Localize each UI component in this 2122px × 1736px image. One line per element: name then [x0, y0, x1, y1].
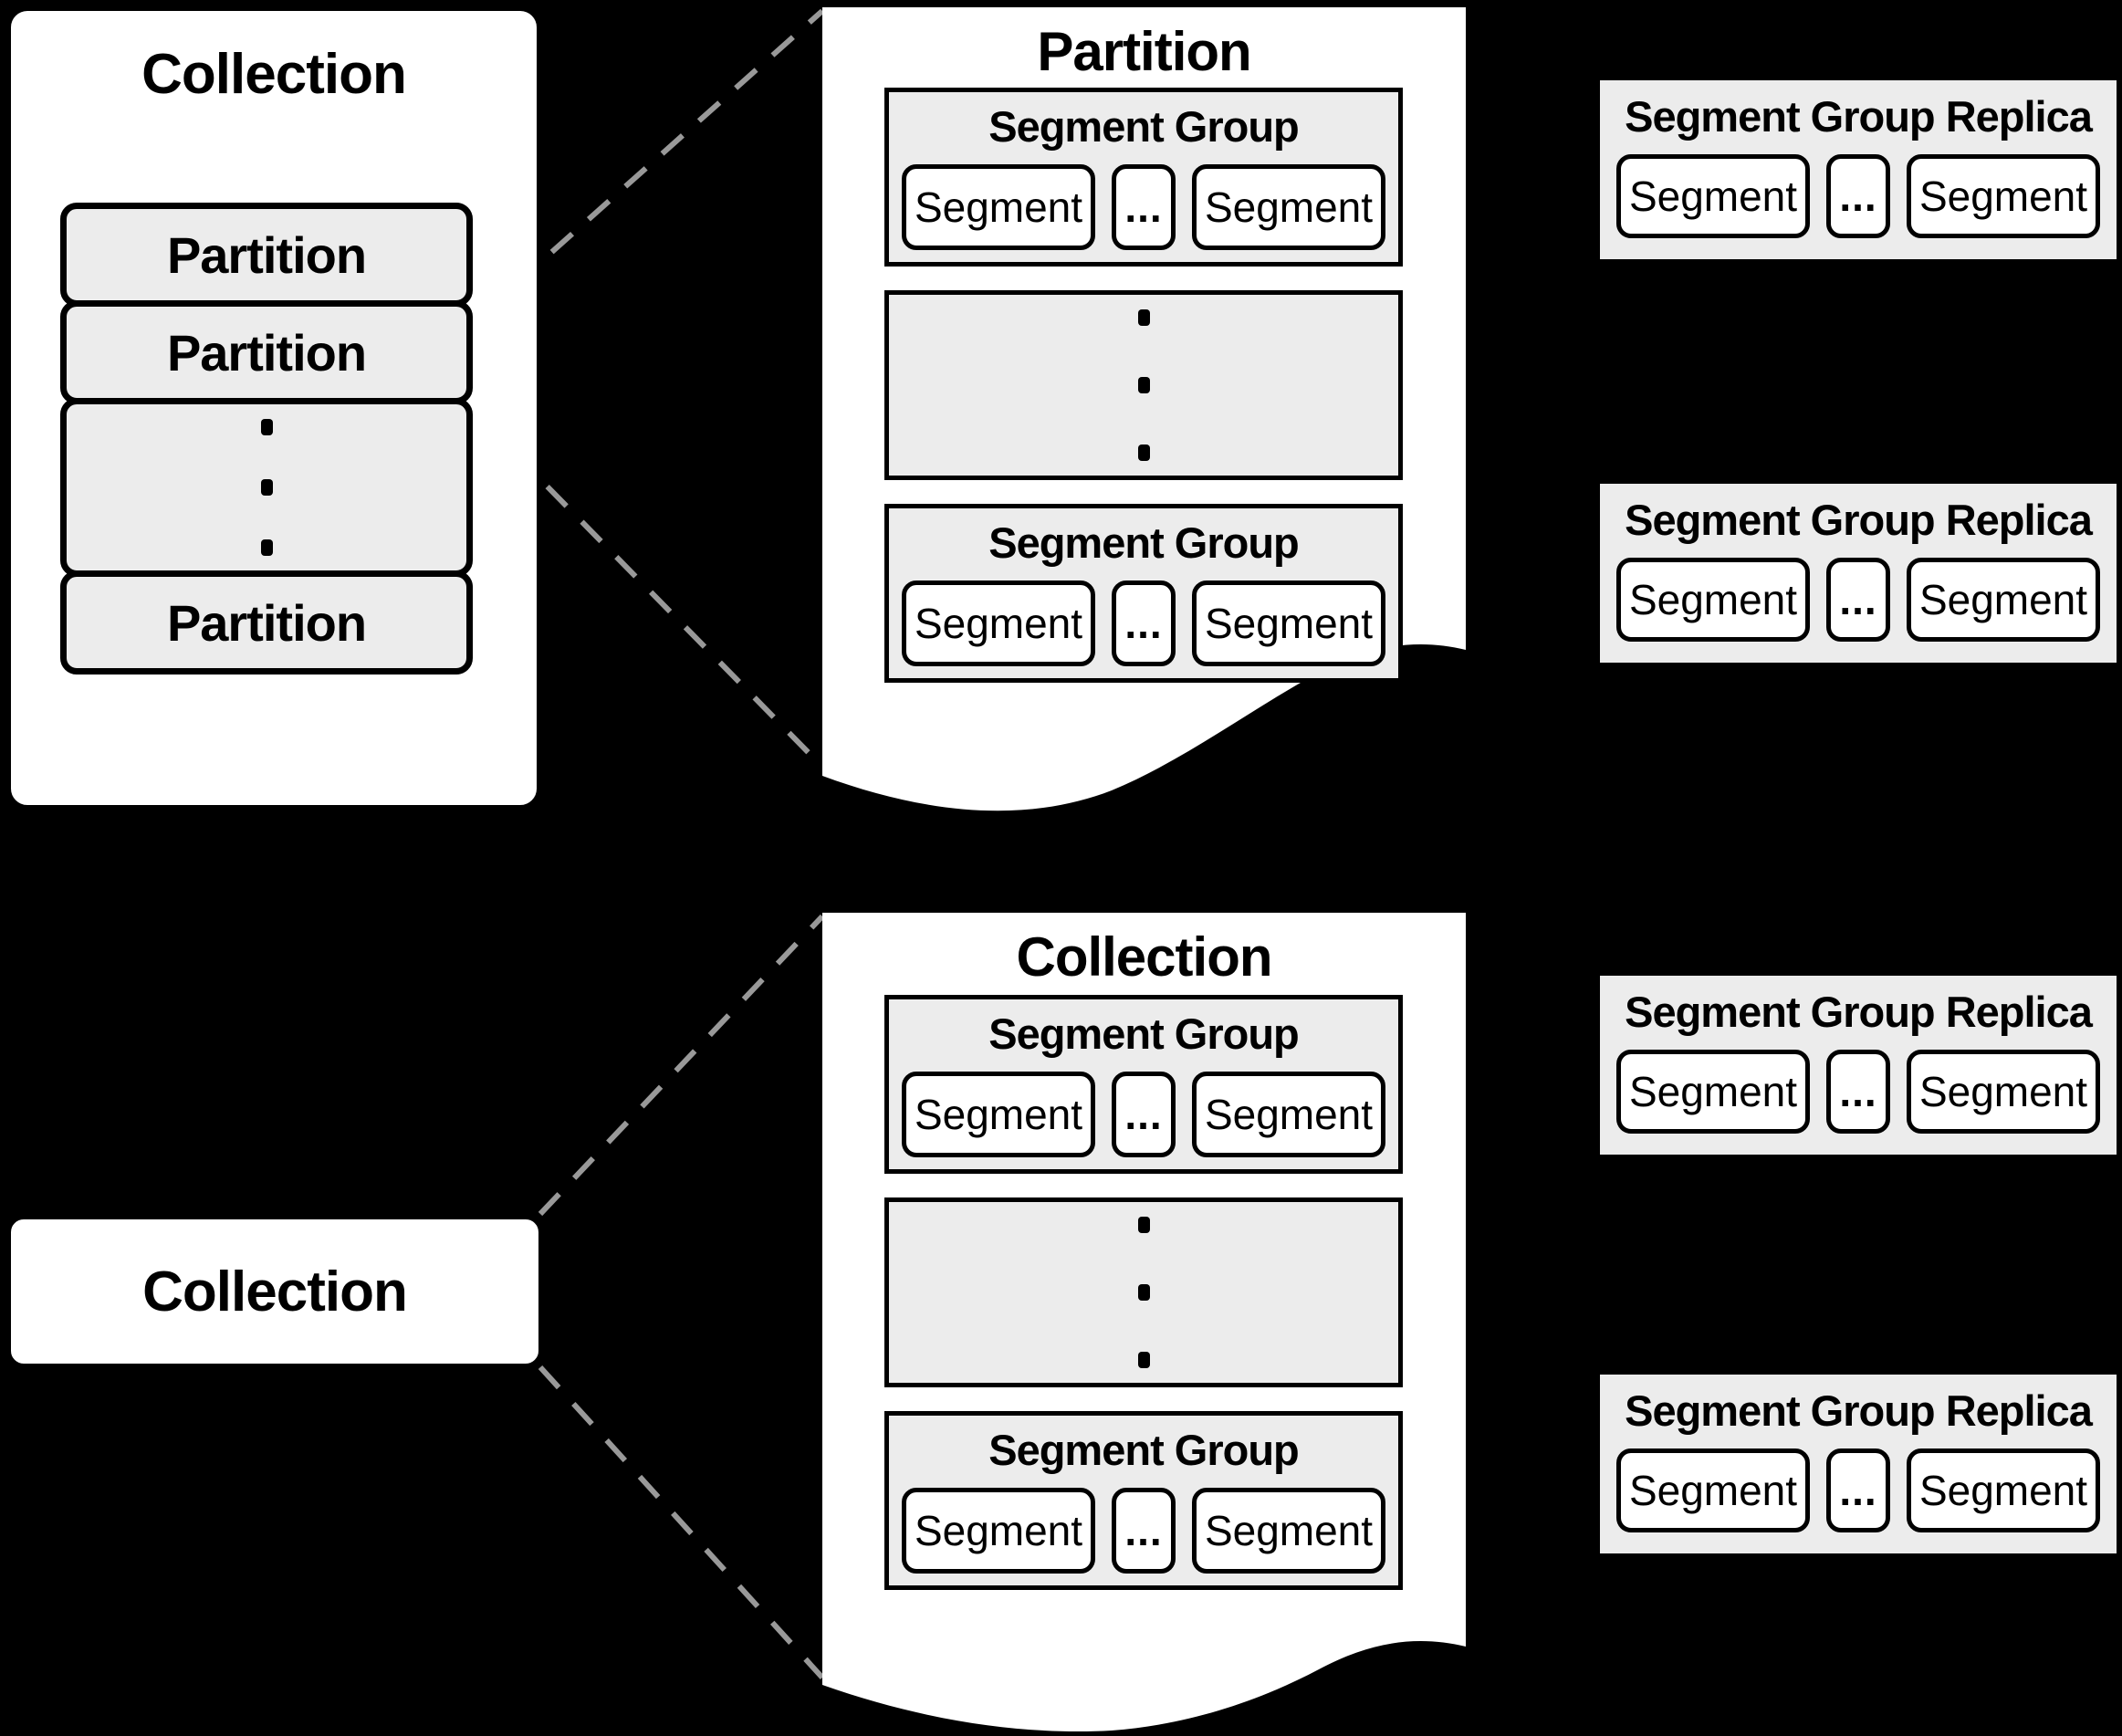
segment-ellipsis-box: ...	[1826, 1448, 1890, 1532]
replica-title: Segment Group Replica	[1625, 988, 2093, 1036]
segment-box: Segment	[902, 1488, 1095, 1574]
segment-ellipsis-box: ...	[1112, 580, 1176, 666]
segment-box: Segment	[1616, 1050, 1810, 1134]
dashed-connector	[538, 914, 825, 1217]
dashed-connector	[538, 1365, 825, 1680]
segment-group-replica: Segment Group Replica Segment ... Segmen…	[1600, 1375, 2117, 1553]
collection-box: Collection	[7, 1216, 542, 1367]
ellipsis-box	[60, 398, 473, 577]
segment-ellipsis-box: ...	[1112, 164, 1176, 250]
collection-container: Collection Partition Partition Partition	[7, 7, 540, 809]
segment-group: Segment Group Segment ... Segment	[884, 995, 1403, 1174]
segment-group-title: Segment Group	[988, 1426, 1300, 1474]
segment-box: Segment	[1192, 1488, 1385, 1574]
segment-group-replica: Segment Group Replica Segment ... Segmen…	[1600, 80, 2117, 259]
segment-group: Segment Group Segment ... Segment	[884, 504, 1403, 683]
vertical-ellipsis	[260, 419, 273, 556]
segment-box: Segment	[902, 1072, 1095, 1157]
partition-box: Partition	[60, 203, 473, 307]
collection-title: Collection	[141, 43, 407, 106]
collection-panel-title: Collection	[1016, 926, 1272, 988]
ellipsis-box	[884, 1197, 1403, 1387]
ellipsis-box	[884, 290, 1403, 480]
partition-panel-title: Partition	[1037, 21, 1251, 82]
segment-box: Segment	[1907, 154, 2100, 238]
partition-box: Partition	[60, 300, 473, 404]
segment-group: Segment Group Segment ... Segment	[884, 1411, 1403, 1590]
segment-box: Segment	[1192, 1072, 1385, 1157]
replica-title: Segment Group Replica	[1625, 92, 2093, 141]
segment-group: Segment Group Segment ... Segment	[884, 88, 1403, 267]
segment-ellipsis-box: ...	[1112, 1072, 1176, 1157]
segment-box: Segment	[902, 164, 1095, 250]
segment-ellipsis-box: ...	[1826, 558, 1890, 642]
partition-stack: Partition Partition Partition	[60, 203, 473, 675]
segment-box: Segment	[1907, 1448, 2100, 1532]
segment-group-replica: Segment Group Replica Segment ... Segmen…	[1600, 484, 2117, 663]
segment-box: Segment	[1907, 558, 2100, 642]
replica-title: Segment Group Replica	[1625, 1386, 2093, 1435]
segment-ellipsis-box: ...	[1826, 1050, 1890, 1134]
vertical-ellipsis	[1137, 309, 1150, 461]
replica-title: Segment Group Replica	[1625, 496, 2093, 544]
segment-box: Segment	[1616, 558, 1810, 642]
segment-ellipsis-box: ...	[1826, 154, 1890, 238]
segment-group-title: Segment Group	[988, 1009, 1300, 1058]
segment-box: Segment	[1907, 1050, 2100, 1134]
segment-group-replica: Segment Group Replica Segment ... Segmen…	[1600, 976, 2117, 1155]
segment-group-title: Segment Group	[988, 518, 1300, 567]
segment-box: Segment	[1192, 164, 1385, 250]
segment-box: Segment	[1616, 154, 1810, 238]
partition-box: Partition	[60, 570, 473, 675]
vertical-ellipsis	[1137, 1217, 1150, 1368]
segment-box: Segment	[1616, 1448, 1810, 1532]
segment-ellipsis-box: ...	[1112, 1488, 1176, 1574]
dashed-connector	[476, 413, 823, 768]
segment-box: Segment	[902, 580, 1095, 666]
segment-group-title: Segment Group	[988, 102, 1300, 151]
segment-box: Segment	[1192, 580, 1385, 666]
